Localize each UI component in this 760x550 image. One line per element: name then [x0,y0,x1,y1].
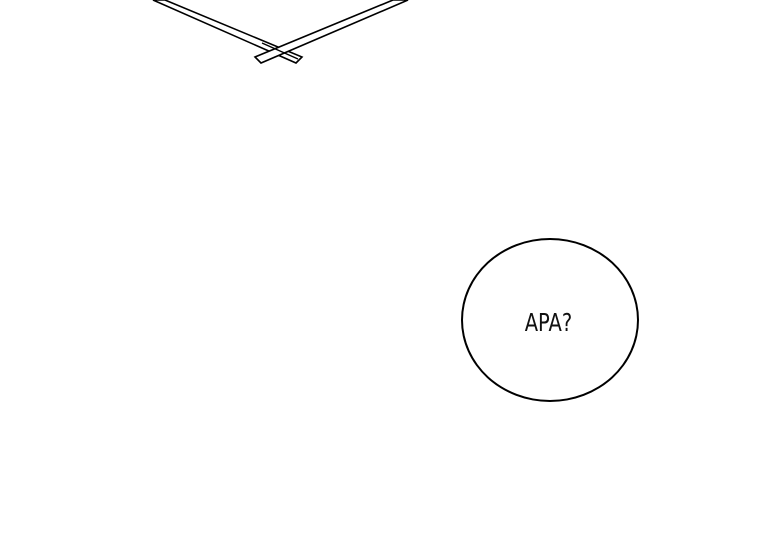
crossed-line-left [152,0,304,64]
crossed-line-right [253,0,409,64]
speech-bubble-text: APA? [524,307,572,337]
speech-bubble: APA? [461,238,639,402]
crossed-line-overlap [261,42,299,60]
